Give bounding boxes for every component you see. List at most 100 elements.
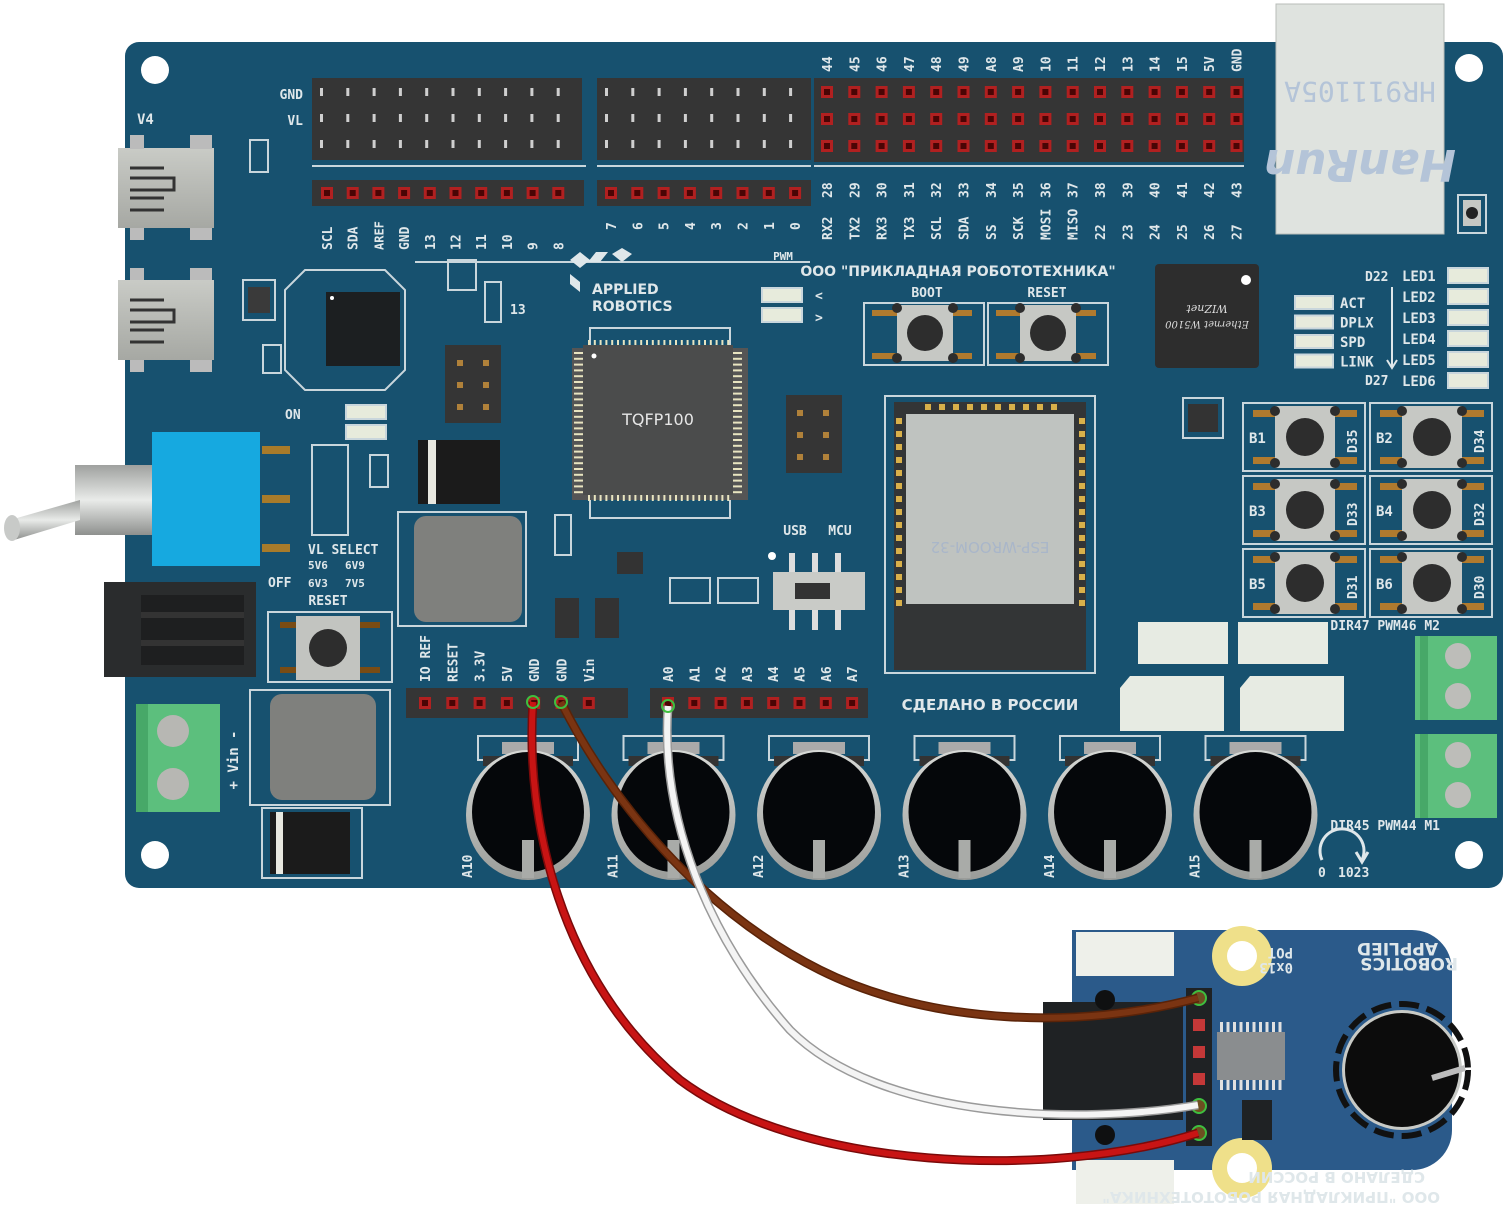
wire-5v[interactable] bbox=[528, 701, 1199, 1164]
header-pin[interactable] bbox=[477, 140, 481, 148]
user-button-b6[interactable] bbox=[1369, 548, 1493, 618]
header-pin[interactable] bbox=[605, 140, 608, 148]
header-pin[interactable] bbox=[451, 140, 455, 148]
header-pin[interactable] bbox=[477, 114, 481, 122]
boot-button[interactable] bbox=[872, 303, 972, 363]
wire-gnd[interactable] bbox=[558, 700, 1199, 1021]
header-pin[interactable] bbox=[556, 114, 560, 122]
power-toggle-switch[interactable] bbox=[4, 432, 290, 566]
connector-4pin-2[interactable] bbox=[1238, 622, 1328, 664]
header-pin[interactable] bbox=[530, 114, 534, 122]
onboard-pot-a13[interactable] bbox=[902, 735, 1027, 880]
header-pin[interactable] bbox=[398, 88, 402, 96]
header-pin[interactable] bbox=[789, 140, 793, 148]
header-pin[interactable] bbox=[683, 88, 687, 96]
header-pin[interactable] bbox=[736, 114, 740, 122]
header-pin[interactable] bbox=[683, 140, 687, 148]
vl-option-5v6[interactable]: 5V6 bbox=[308, 559, 328, 572]
header-pin[interactable] bbox=[605, 88, 608, 96]
header-pin[interactable] bbox=[477, 88, 481, 96]
dc-power-jack[interactable] bbox=[104, 582, 256, 677]
header-pin[interactable] bbox=[683, 114, 687, 122]
rj45-jack[interactable]: HR911105A HanRun bbox=[1264, 3, 1456, 235]
onboard-pot-a14[interactable] bbox=[1048, 735, 1172, 880]
user-button-b2[interactable] bbox=[1369, 402, 1493, 472]
ext-top-label: 10 bbox=[1039, 56, 1054, 72]
header-pin[interactable] bbox=[762, 114, 766, 122]
header-pin[interactable] bbox=[504, 140, 508, 148]
header-pin[interactable] bbox=[320, 88, 323, 96]
header-pin[interactable] bbox=[556, 140, 560, 148]
vl-option-6v3[interactable]: 6V3 bbox=[308, 577, 328, 590]
header-pin[interactable] bbox=[657, 88, 661, 96]
header-pin[interactable] bbox=[425, 140, 429, 148]
connector-3pin-2[interactable] bbox=[1240, 676, 1344, 731]
user-button-b1[interactable] bbox=[1242, 402, 1366, 472]
header-pin[interactable] bbox=[451, 114, 455, 122]
header-pin[interactable] bbox=[346, 114, 350, 122]
module-pin-4[interactable] bbox=[1193, 1073, 1205, 1085]
header-pin[interactable] bbox=[789, 88, 793, 96]
header-pin[interactable] bbox=[398, 140, 402, 148]
header-pin[interactable] bbox=[710, 140, 714, 148]
header-pin[interactable] bbox=[710, 114, 714, 122]
header-pin[interactable] bbox=[657, 114, 661, 122]
motor-m1-terminal[interactable] bbox=[1415, 734, 1497, 818]
header-pin[interactable] bbox=[762, 140, 766, 148]
header-pin[interactable] bbox=[398, 114, 402, 122]
header-pin[interactable] bbox=[556, 88, 560, 96]
header-pin[interactable] bbox=[425, 114, 429, 122]
onboard-pot-a12[interactable] bbox=[757, 735, 881, 880]
wire-signal[interactable] bbox=[664, 705, 1199, 1118]
header-pin[interactable] bbox=[530, 140, 534, 148]
reset-button-left[interactable] bbox=[280, 616, 380, 680]
header-pin[interactable] bbox=[320, 140, 323, 148]
motor-m2-terminal[interactable] bbox=[1415, 636, 1497, 720]
pot-range-max: 1023 bbox=[1338, 866, 1369, 881]
module-pot-knob[interactable] bbox=[1333, 1001, 1471, 1139]
user-button-b5[interactable] bbox=[1242, 548, 1366, 618]
usb-mcu-slide-switch[interactable] bbox=[773, 553, 865, 630]
header-pin[interactable] bbox=[320, 114, 323, 122]
connector-4pin-1[interactable] bbox=[1138, 622, 1228, 664]
ext-bottom-alias-label: 23 bbox=[1121, 224, 1136, 240]
header-pin[interactable] bbox=[631, 140, 635, 148]
header-pin[interactable] bbox=[631, 88, 635, 96]
header-pin[interactable] bbox=[425, 88, 429, 96]
header-pin[interactable] bbox=[346, 88, 350, 96]
onboard-pot-a10[interactable] bbox=[466, 735, 590, 880]
user-button-b3[interactable] bbox=[1242, 475, 1366, 545]
header-pin[interactable] bbox=[789, 114, 793, 122]
header-pin[interactable] bbox=[451, 88, 455, 96]
header-pin[interactable] bbox=[710, 88, 714, 96]
switch-off-label: OFF bbox=[268, 576, 292, 591]
usb-label: V4 bbox=[137, 112, 154, 128]
usb-connector-bottom[interactable] bbox=[118, 268, 214, 372]
module-pin-3[interactable] bbox=[1193, 1046, 1205, 1058]
header-pin[interactable] bbox=[504, 88, 508, 96]
onboard-pot-a15[interactable] bbox=[1193, 735, 1318, 880]
header-pin[interactable] bbox=[605, 114, 608, 122]
vl-option-7v5[interactable]: 7V5 bbox=[345, 577, 365, 590]
header-pin[interactable] bbox=[736, 140, 740, 148]
header-pin[interactable] bbox=[762, 88, 766, 96]
usb-connector-top[interactable] bbox=[118, 135, 214, 240]
module-pin-2[interactable] bbox=[1193, 1019, 1205, 1031]
header-pin[interactable] bbox=[736, 88, 740, 96]
vl-option-6v9[interactable]: 6V9 bbox=[345, 559, 365, 572]
header-pin[interactable] bbox=[530, 88, 534, 96]
header-pin[interactable] bbox=[372, 88, 376, 96]
user-button-b4[interactable] bbox=[1369, 475, 1493, 545]
header-pin[interactable] bbox=[372, 114, 376, 122]
module-connector-bottom[interactable] bbox=[1076, 1160, 1174, 1204]
header-pin[interactable] bbox=[657, 140, 661, 148]
header-pin[interactable] bbox=[504, 114, 508, 122]
module-connector-top[interactable] bbox=[1076, 932, 1174, 976]
vin-terminal-block[interactable] bbox=[136, 704, 220, 812]
connector-3pin-1[interactable] bbox=[1120, 676, 1224, 731]
header-pin[interactable] bbox=[346, 140, 350, 148]
header-pin[interactable] bbox=[631, 114, 635, 122]
reset-button[interactable] bbox=[996, 303, 1096, 363]
header-pin[interactable] bbox=[372, 140, 376, 148]
power-pin-label: GND bbox=[528, 658, 543, 682]
